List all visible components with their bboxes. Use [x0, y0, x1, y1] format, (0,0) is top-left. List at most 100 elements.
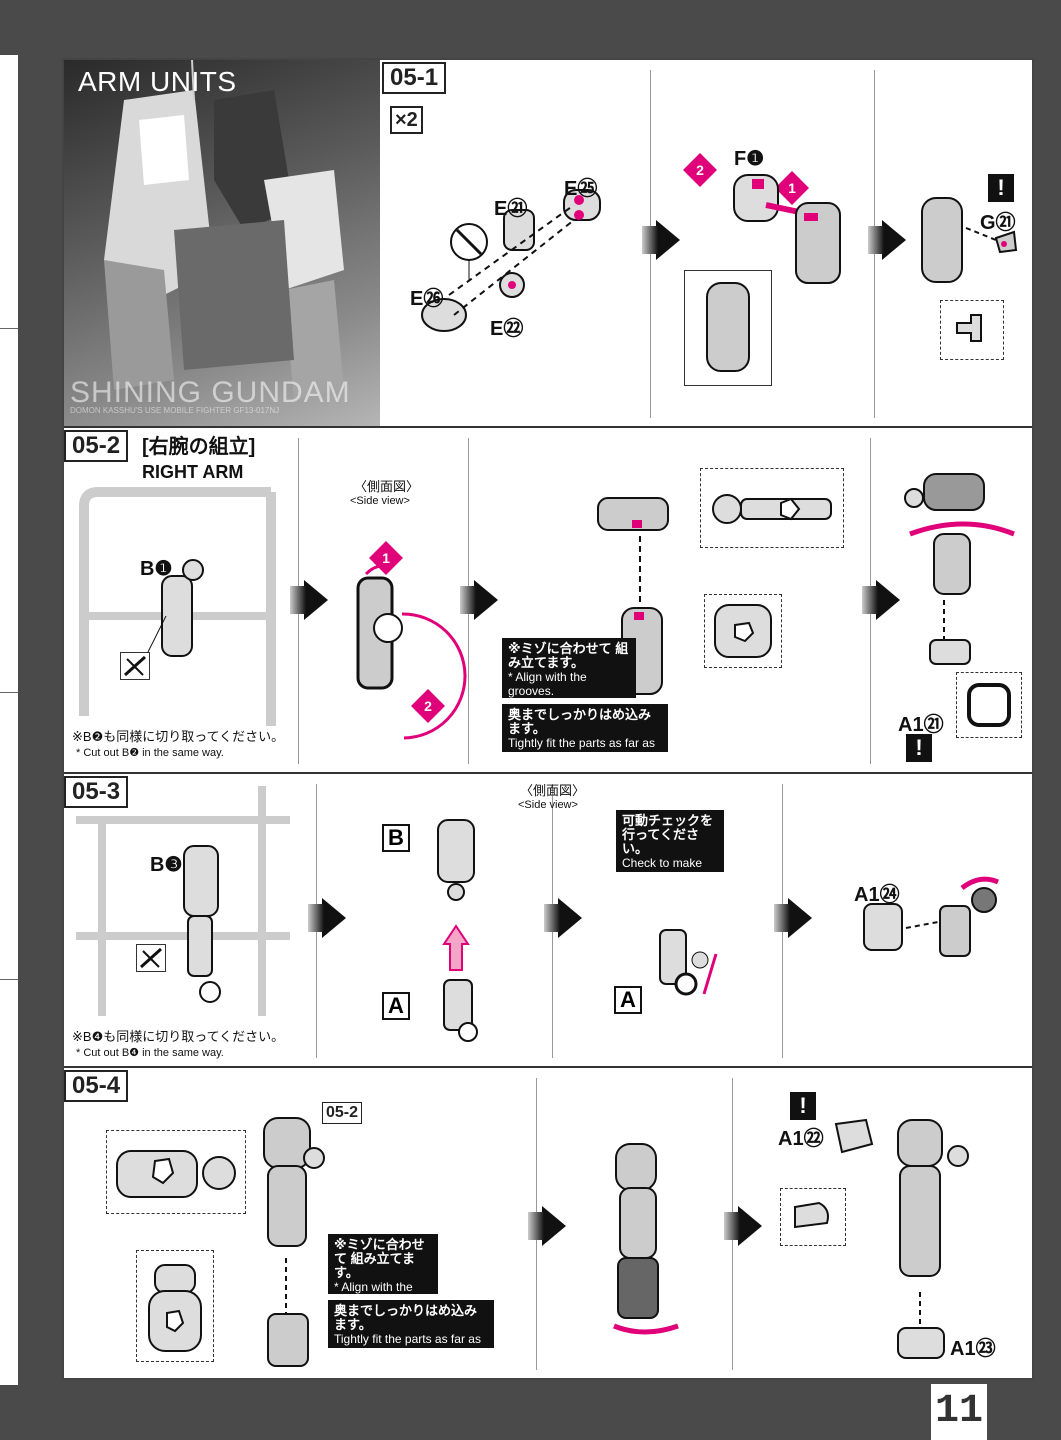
- groove-caption: ※ミゾに合わせて 組み立てます。 * Align with the groove…: [502, 638, 636, 698]
- warning-icon: !: [906, 734, 932, 762]
- step-label-05-1: 05-1: [382, 62, 447, 94]
- step-label-05-4: 05-4: [64, 1070, 129, 1102]
- next-arrow: [774, 898, 812, 938]
- next-arrow: [868, 220, 906, 260]
- hero-title: ARM UNITS: [78, 66, 237, 97]
- next-arrow: [528, 1206, 566, 1246]
- detail-drawing: [794, 1201, 829, 1229]
- detail-drawing: [967, 683, 1011, 727]
- label-a-box: A: [382, 992, 410, 1020]
- arm-joint-drawing: [263, 1117, 325, 1367]
- warning-icon: !: [988, 174, 1014, 202]
- detail-drawing: [706, 282, 750, 372]
- reference-step-label: 05-2: [322, 1102, 363, 1124]
- side-view-jp: 〈側面図〉: [354, 479, 420, 494]
- detail-drawing: [148, 1264, 202, 1352]
- edge-tick: [0, 692, 18, 693]
- tight-fit-caption-en: Tightly fit the parts as far as they wil…: [508, 736, 655, 764]
- cut-note-jp: ※B❷も同様に切り取ってください。: [72, 729, 285, 744]
- hero-image: ARM UNITS SHINING GUNDAM DOMON KASSHU'S …: [64, 60, 380, 426]
- groove-caption-jp: ※ミゾに合わせて 組み立てます。: [508, 641, 629, 670]
- detail-drawing: [714, 604, 772, 658]
- step-05-2-row: 05-2 [右腕の組立] RIGHT ARM B❶ ※B❷も同様に切り取ってくだ…: [64, 428, 1032, 774]
- cut-note-jp: ※B❹も同様に切り取ってください。: [72, 1029, 285, 1044]
- part-e25: E㉕: [564, 178, 598, 200]
- robot-illustration: [104, 60, 344, 400]
- tight-fit-caption-jp: 奥までしっかりはめ込みます。: [508, 707, 652, 736]
- next-arrow: [724, 1206, 762, 1246]
- detail-drawing: [712, 494, 832, 524]
- part-b1: B❶: [140, 558, 173, 580]
- side-view-jp: 〈側面図〉: [520, 783, 586, 798]
- part-e21: E㉑: [494, 198, 528, 220]
- part-b3: B❸: [150, 854, 183, 876]
- cut-note-en: * Cut out B❹ in the same way.: [76, 1047, 224, 1059]
- hand-assembly-drawing: [437, 819, 478, 1042]
- page-number: 11: [931, 1384, 987, 1440]
- part-e26: E㉖: [410, 288, 444, 310]
- hero-subtitle: DOMON KASSHU'S USE MOBILE FIGHTER GF13-0…: [70, 406, 280, 415]
- step-label-05-3: 05-3: [64, 776, 129, 808]
- tight-fit-caption-jp: 奥までしっかりはめ込みます。: [334, 1303, 478, 1332]
- part-e22: E㉒: [490, 318, 524, 340]
- part-a121: A1㉑: [898, 714, 944, 736]
- step-title-en: RIGHT ARM: [142, 462, 244, 482]
- right-arm-drawing: [904, 473, 1015, 665]
- groove-caption: ※ミゾに合わせて 組み立てます。 * Align with the groove…: [328, 1234, 438, 1308]
- label-a-box-2: A: [614, 986, 642, 1014]
- detail-box: [940, 300, 1004, 360]
- detail-drawing: [116, 1150, 236, 1198]
- part-f1: F❶: [734, 148, 765, 170]
- runner-frame-drawing: [76, 786, 290, 1016]
- next-arrow: [308, 898, 346, 938]
- final-sub-assembly: [921, 197, 1018, 283]
- groove-caption-jp: ※ミゾに合わせて 組み立てます。: [334, 1237, 425, 1280]
- side-view-drawing: [356, 564, 467, 740]
- instruction-page: ARM UNITS SHINING GUNDAM DOMON KASSHU'S …: [62, 58, 1034, 1380]
- parts-e-drawing: [421, 189, 601, 332]
- tight-fit-caption-en: Tightly fit the parts as far as they wil…: [334, 1332, 481, 1360]
- detail-drawing: [956, 314, 982, 342]
- next-arrow: [544, 898, 582, 938]
- step-title-jp: [右腕の組立]: [142, 436, 256, 458]
- nipper-icon-svg: [139, 947, 163, 969]
- part-a122: A1㉒: [778, 1128, 824, 1150]
- nipper-icon: [136, 944, 166, 972]
- step-05-3-row: 05-3 B❸ ※B❹も同様に切り取ってください。 * Cut out B❹ i…: [64, 774, 1032, 1068]
- sub-assembly-drawing: [733, 174, 841, 284]
- next-arrow: [460, 580, 498, 620]
- detail-box: [956, 672, 1022, 738]
- nipper-icon: [120, 652, 150, 680]
- part-a123: A1㉓: [950, 1338, 996, 1360]
- nipper-icon-svg: [123, 655, 147, 677]
- assembled-arm-drawing: [613, 1143, 679, 1335]
- runner-frame-drawing: [79, 487, 276, 726]
- hero-name: SHINING GUNDAM: [70, 376, 351, 409]
- left-page-edge: [0, 55, 18, 1385]
- groove-caption-en: * Align with the grooves.: [508, 670, 587, 698]
- step-05-4-row: 05-4 05-2 ※ミゾに合わせて 組み立てます。 * Al: [64, 1068, 1032, 1380]
- detail-box: [780, 1188, 846, 1246]
- order-badge-2: 2: [683, 153, 717, 187]
- final-arm-drawing: [897, 1119, 969, 1359]
- detail-box: [106, 1130, 246, 1214]
- cut-note-en: * Cut out B❷ in the same way.: [76, 747, 224, 759]
- warning-icon: !: [790, 1092, 816, 1120]
- detail-box: [704, 594, 782, 668]
- detail-box: [136, 1250, 214, 1362]
- check-caption-en: Check to make sure it moves.: [622, 856, 703, 884]
- edge-tick: [0, 328, 18, 329]
- step-label-05-2: 05-2: [64, 430, 129, 462]
- side-view-en: <Side view>: [518, 799, 578, 811]
- next-arrow: [642, 220, 680, 260]
- check-caption: 可動チェックを 行ってください。 Check to make sure it m…: [616, 810, 724, 884]
- detail-box: [700, 468, 844, 548]
- tight-fit-caption: 奥までしっかりはめ込みます。 Tightly fit the parts as …: [328, 1300, 494, 1360]
- part-g21: G㉑: [980, 212, 1016, 234]
- check-caption-jp: 可動チェックを 行ってください。: [622, 813, 714, 856]
- detail-box: [684, 270, 772, 386]
- next-arrow: [290, 580, 328, 620]
- part-a124: A1㉔: [854, 884, 900, 906]
- tight-fit-caption: 奥までしっかりはめ込みます。 Tightly fit the parts as …: [502, 704, 668, 764]
- movement-check-drawing: [659, 929, 718, 996]
